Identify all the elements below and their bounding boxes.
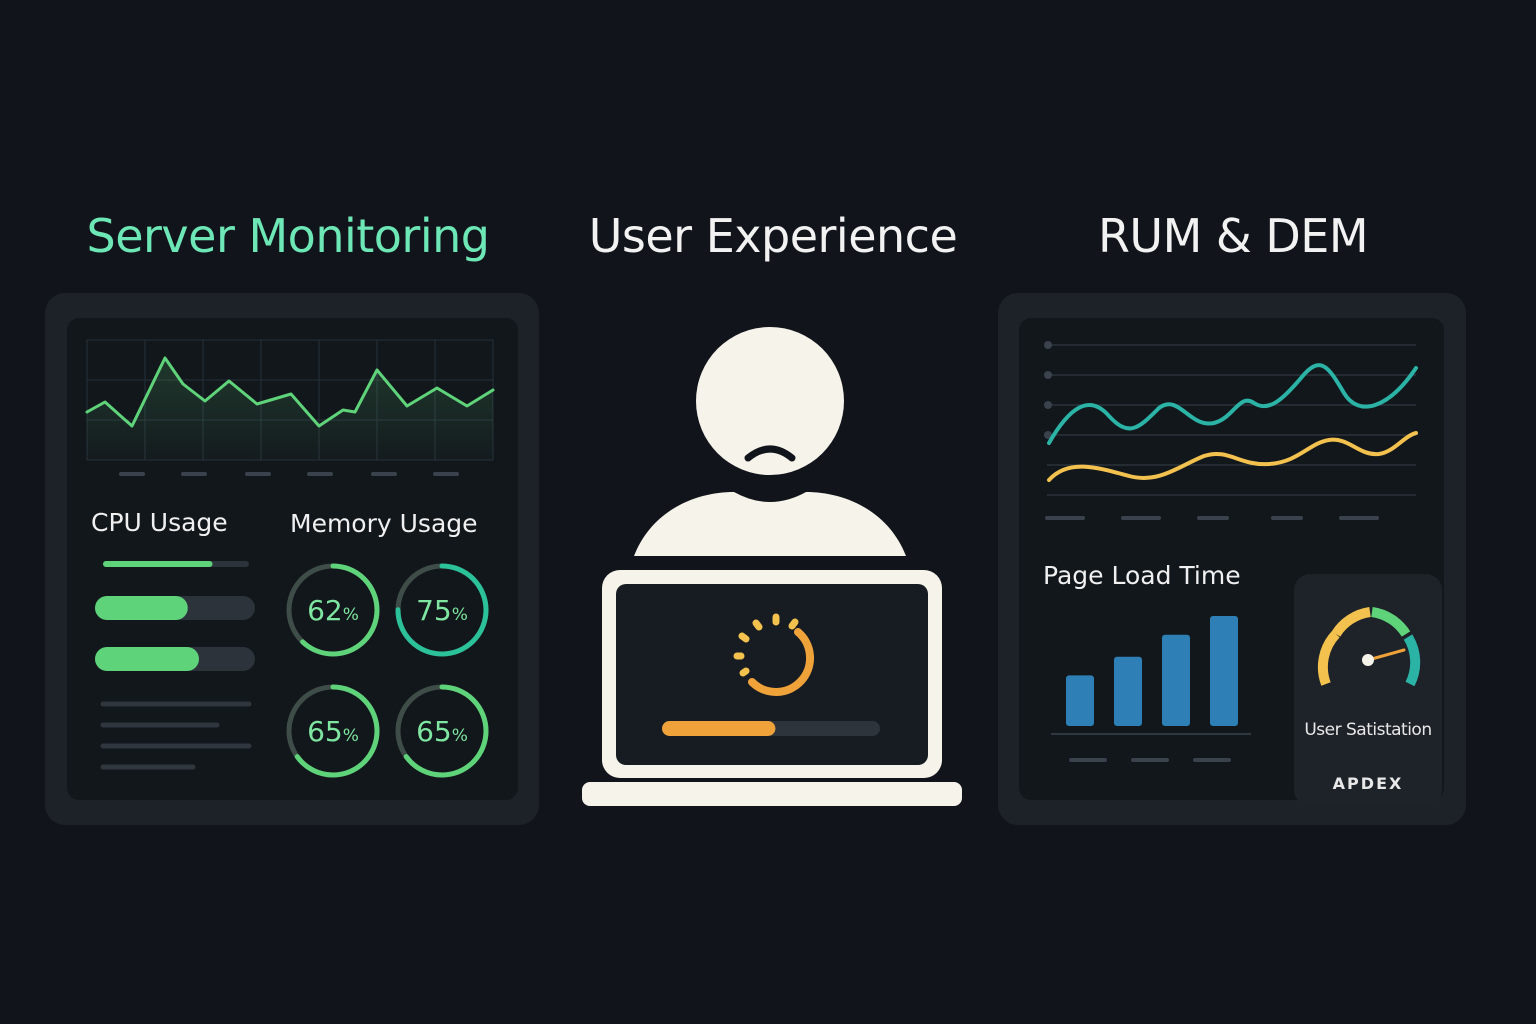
svg-text:65%: 65% — [416, 715, 468, 748]
memory-ring-4-unit: % — [452, 726, 468, 746]
cpu-area-fill — [87, 358, 493, 460]
memory-ring-2: 75% — [395, 563, 489, 657]
loading-progress-bar — [662, 721, 880, 736]
user-satisfaction-label: User Satistation — [1304, 720, 1432, 740]
sad-user-icon — [634, 327, 906, 556]
apdex-label: APDEX — [1332, 774, 1404, 793]
memory-ring-4-arc — [395, 684, 489, 778]
cpu-usage-bars — [95, 561, 255, 671]
memory-ring-1-unit: % — [343, 605, 359, 625]
rum-chart-axis-dots — [1044, 341, 1052, 439]
rum-dem-panel: Page Load Time User Sat — [998, 293, 1466, 825]
user-experience-heading: User Experience — [588, 209, 958, 263]
cpu-bar-fill-3 — [95, 647, 199, 671]
server-monitoring-heading: Server Monitoring — [86, 209, 490, 263]
memory-ring-3-value: 65 — [307, 715, 343, 748]
rum-chart-grid — [1047, 344, 1416, 496]
placeholder-text-lines — [100, 701, 252, 770]
loading-spinner-icon — [733, 613, 815, 696]
page-load-bar-chart — [1051, 616, 1251, 735]
memory-ring-3-unit: % — [343, 726, 359, 746]
rum-yellow-series — [1047, 431, 1418, 482]
user-experience-illustration — [582, 327, 962, 806]
memory-ring-3: 65% — [286, 684, 380, 778]
memory-ring-2-value: 75 — [416, 594, 452, 627]
svg-text:75%: 75% — [416, 594, 468, 627]
rum-teal-series — [1047, 363, 1418, 445]
page-load-bar-4 — [1210, 616, 1238, 726]
page-load-bar-2 — [1114, 656, 1142, 726]
memory-ring-2-arc — [395, 563, 489, 657]
loading-progress-fill — [662, 721, 776, 736]
memory-ring-4-value: 65 — [416, 715, 452, 748]
svg-text:62%: 62% — [307, 594, 359, 627]
rum-dem-heading: RUM & DEM — [1097, 209, 1369, 263]
server-line-chart — [85, 339, 495, 476]
memory-ring-1-arc — [286, 563, 380, 657]
memory-ring-1-value: 62 — [307, 594, 343, 627]
memory-ring-1: 62% — [286, 563, 380, 657]
speedometer-gauge-icon — [1317, 607, 1421, 687]
server-monitoring-panel: CPU Usage Memory Usage 62% — [45, 293, 539, 825]
rum-line-chart — [1044, 341, 1418, 520]
cpu-usage-label: CPU Usage — [91, 508, 228, 537]
memory-ring-3-arc — [286, 684, 380, 778]
page-load-bar-1 — [1066, 675, 1094, 726]
memory-ring-4: 65% — [395, 684, 489, 778]
svg-text:65%: 65% — [307, 715, 359, 748]
cpu-bar-fill-2 — [95, 596, 188, 620]
memory-usage-label: Memory Usage — [290, 509, 478, 538]
page-load-bar-3 — [1162, 634, 1190, 726]
bar-chart-axis-ticks — [1069, 758, 1231, 762]
rum-dem-card: Page Load Time User Sat — [1019, 318, 1444, 806]
page-load-time-label: Page Load Time — [1043, 561, 1241, 590]
server-monitoring-card: CPU Usage Memory Usage 62% — [67, 318, 518, 800]
cpu-trend-line — [85, 356, 495, 428]
memory-ring-2-unit: % — [452, 605, 468, 625]
cpu-bar-fill-1 — [103, 561, 213, 567]
user-satisfaction-card: User Satistation APDEX — [1294, 574, 1442, 806]
